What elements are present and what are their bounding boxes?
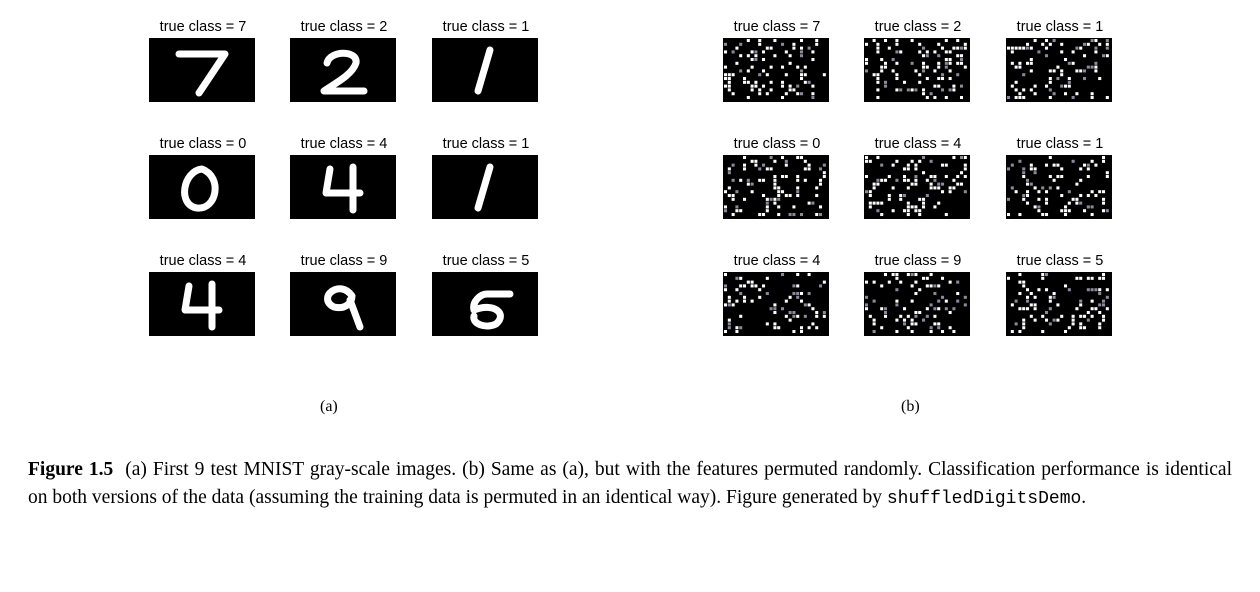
panel-a-original-digits: true class = 7 true class = 2 true class =… bbox=[143, 18, 558, 348]
image-cell: true class = 4 bbox=[858, 135, 978, 235]
cell-title: true class = 1 bbox=[442, 19, 530, 35]
cell-title: true class = 7 bbox=[733, 19, 821, 35]
image-cell: true class = 1 bbox=[426, 135, 546, 235]
permuted-pixels bbox=[1007, 39, 1109, 100]
permuted-image bbox=[723, 272, 829, 336]
cell-title: true class = 2 bbox=[874, 19, 962, 35]
cell-title: true class = 1 bbox=[1016, 19, 1104, 35]
cell-title: true class = 2 bbox=[300, 19, 388, 35]
digit-stroke bbox=[474, 163, 494, 212]
image-cell: true class = 1 bbox=[1000, 135, 1120, 235]
cell-title: true class = 9 bbox=[300, 253, 388, 269]
permuted-pixels bbox=[865, 273, 967, 334]
permuted-image bbox=[1006, 38, 1112, 102]
image-cell: true class = 4 bbox=[284, 135, 404, 235]
panel-a-label: (a) bbox=[320, 398, 338, 415]
permuted-pixels bbox=[724, 273, 826, 334]
digit-stroke bbox=[474, 46, 494, 95]
cell-title: true class = 4 bbox=[300, 136, 388, 152]
digit-image bbox=[290, 272, 396, 336]
digit-stroke bbox=[470, 303, 504, 330]
digit-stroke bbox=[181, 165, 219, 212]
cell-title: true class = 4 bbox=[733, 253, 821, 269]
permuted-pixels bbox=[724, 156, 826, 217]
digit-image bbox=[432, 38, 538, 102]
cell-title: true class = 9 bbox=[874, 253, 962, 269]
digit-image bbox=[149, 38, 255, 102]
image-cell: true class = 7 bbox=[717, 18, 837, 118]
permuted-image bbox=[864, 38, 970, 102]
image-background bbox=[290, 155, 396, 219]
cell-title: true class = 0 bbox=[159, 136, 247, 152]
digit-image bbox=[432, 272, 538, 336]
digit-image bbox=[290, 38, 396, 102]
image-cell: true class = 5 bbox=[426, 252, 546, 352]
image-cell: true class = 4 bbox=[143, 252, 263, 352]
digit-stroke bbox=[320, 49, 368, 95]
caption-end: . bbox=[1081, 487, 1087, 508]
image-cell: true class = 2 bbox=[858, 18, 978, 118]
image-cell: true class = 0 bbox=[717, 135, 837, 235]
permuted-image bbox=[864, 272, 970, 336]
figure-caption: Figure 1.5(a) First 9 test MNIST gray-sc… bbox=[28, 456, 1232, 513]
cell-title: true class = 0 bbox=[733, 136, 821, 152]
digit-image bbox=[149, 155, 255, 219]
digit-stroke bbox=[346, 296, 364, 331]
permuted-image bbox=[864, 155, 970, 219]
image-cell: true class = 1 bbox=[426, 18, 546, 118]
digit-image bbox=[149, 272, 255, 336]
cell-title: true class = 1 bbox=[1016, 136, 1104, 152]
permuted-image bbox=[1006, 272, 1112, 336]
permuted-pixels bbox=[865, 39, 967, 100]
cell-title: true class = 5 bbox=[442, 253, 530, 269]
permuted-image bbox=[1006, 155, 1112, 219]
image-cell: true class = 2 bbox=[284, 18, 404, 118]
image-cell: true class = 5 bbox=[1000, 252, 1120, 352]
cell-title: true class = 1 bbox=[442, 136, 530, 152]
image-cell: true class = 1 bbox=[1000, 18, 1120, 118]
cell-title: true class = 5 bbox=[1016, 253, 1104, 269]
digit-stroke bbox=[322, 165, 364, 197]
panel-b-permuted-digits: true class = 7 true class = 2 true class =… bbox=[717, 18, 1132, 348]
image-cell: true class = 7 bbox=[143, 18, 263, 118]
digit-image bbox=[290, 155, 396, 219]
cell-title: true class = 4 bbox=[874, 136, 962, 152]
permuted-pixels bbox=[1007, 156, 1109, 217]
permuted-pixels bbox=[724, 39, 826, 100]
caption-text: (a) First 9 test MNIST gray-scale images… bbox=[28, 459, 1232, 508]
cell-title: true class = 4 bbox=[159, 253, 247, 269]
digit-stroke bbox=[175, 50, 229, 97]
digit-image bbox=[432, 155, 538, 219]
digit-stroke bbox=[181, 282, 223, 314]
image-cell: true class = 9 bbox=[284, 252, 404, 352]
image-cell: true class = 4 bbox=[717, 252, 837, 352]
caption-code: shuffledDigitsDemo bbox=[886, 489, 1082, 509]
permuted-image bbox=[723, 38, 829, 102]
panel-b-label: (b) bbox=[901, 398, 920, 415]
permuted-pixels bbox=[1007, 273, 1109, 334]
image-background bbox=[149, 272, 255, 336]
image-cell: true class = 0 bbox=[143, 135, 263, 235]
cell-title: true class = 7 bbox=[159, 19, 247, 35]
figure-number: Figure 1.5 bbox=[28, 459, 114, 480]
permuted-pixels bbox=[865, 156, 967, 217]
permuted-image bbox=[723, 155, 829, 219]
image-cell: true class = 9 bbox=[858, 252, 978, 352]
